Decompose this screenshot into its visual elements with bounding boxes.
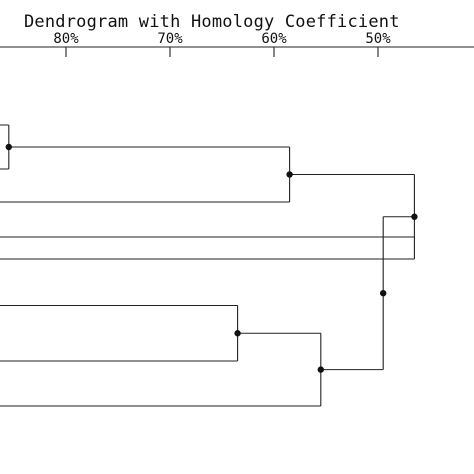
node-m8: [380, 289, 387, 297]
x-tick-label-3: 50%: [365, 31, 391, 47]
node-m2: [286, 171, 293, 178]
x-tick-label-0: 80%: [53, 31, 79, 47]
node-m6: [234, 330, 241, 337]
node-m1: [5, 143, 12, 151]
chart-title: Dendrogram with Homology Coefficient: [0, 12, 474, 34]
chart-title-text: Dendrogram with Homology Coefficient: [24, 12, 400, 32]
node-m3: [411, 213, 418, 220]
x-tick-label-1: 70%: [157, 31, 183, 47]
node-m7: [317, 366, 324, 373]
x-tick-label-2: 60%: [261, 31, 287, 47]
